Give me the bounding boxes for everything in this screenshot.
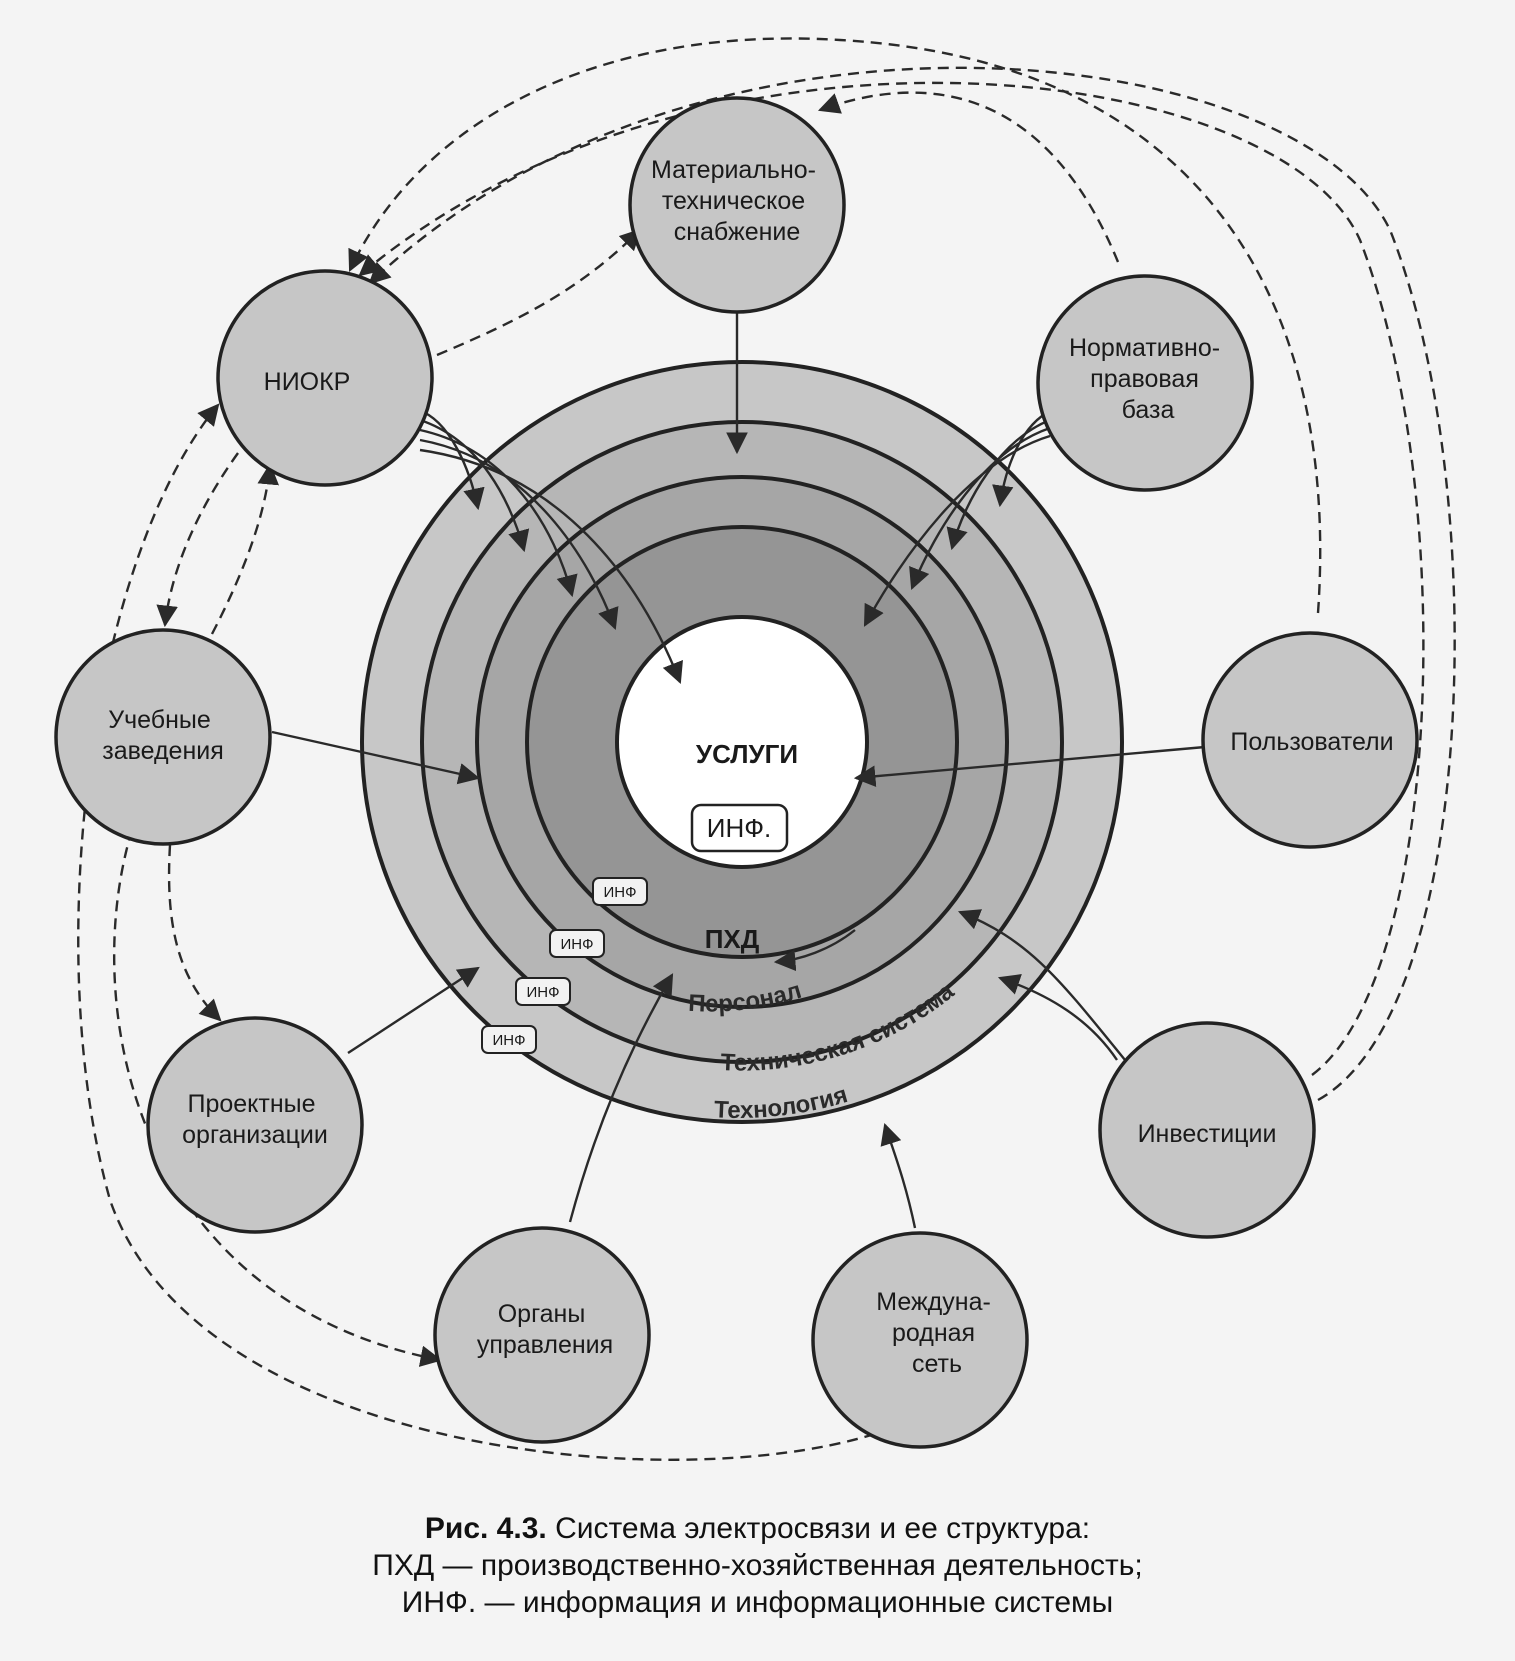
arrow-proj-to-technology [347, 966, 480, 1055]
arrow-intl-to-technology [880, 1122, 917, 1229]
node-edu [54, 628, 272, 846]
label-proj-2: организации [182, 1121, 328, 1149]
label-gov-1: Органы [498, 1300, 586, 1328]
label-edu: Учебные заведения [102, 706, 224, 765]
inf-tag-2: ИНФ [560, 936, 593, 953]
caption-title: Система электросвязи и ее структура: [546, 1512, 1091, 1545]
inf-tag-box-1 [592, 877, 648, 906]
solid-connections [271, 310, 1206, 1229]
inf-tag-4: ИНФ [492, 1032, 525, 1049]
label-intl-3: сеть [912, 1350, 962, 1378]
services-label: УСЛУГИ [696, 739, 798, 769]
label-mts: Материально- техническое снабжение [651, 156, 823, 246]
node-npb [1036, 274, 1254, 492]
dashed-edu-to-proj [167, 844, 222, 1022]
label-inv: Инвестиции [1138, 1120, 1277, 1148]
label-niokr-1: НИОКР [264, 368, 351, 396]
node-inv [1098, 1021, 1316, 1239]
arrow-niokr-e [419, 448, 683, 685]
label-mts-3: снабжение [674, 218, 801, 246]
nodes [54, 96, 1419, 1449]
dashed-niokr-to-mts [436, 228, 642, 357]
arrow-niokr-a [417, 408, 485, 511]
caption-figure-number: Рис. 4.3. [424, 1512, 547, 1545]
inf-tag-1: ИНФ [603, 884, 636, 901]
label-npb-2: правовая [1090, 365, 1199, 393]
label-intl-2: родная [892, 1319, 975, 1347]
inf-tag-box-4 [481, 1025, 537, 1054]
label-users: Пользователи [1230, 728, 1393, 756]
dashed-users-to-niokr [348, 37, 1322, 614]
node-proj [146, 1016, 364, 1234]
label-npb-3: база [1122, 396, 1175, 424]
label-edu-2: заведения [102, 737, 224, 765]
dashed-inv-to-niokr-2 [368, 66, 1456, 1102]
arrow-niokr-c [419, 428, 578, 598]
node-niokr [216, 269, 434, 487]
label-gov: Органы управления [477, 1300, 613, 1359]
arrow-gov-to-personnel [568, 973, 674, 1223]
dashed-npb-to-mts [817, 91, 1120, 263]
arrow-users-to-core [853, 745, 1206, 788]
caption-line-2: ПХД — производственно-хозяйственная деят… [372, 1549, 1143, 1582]
arrow-niokr-b [419, 418, 530, 553]
caption-line-3: ИНФ. — информация и информационные систе… [401, 1586, 1114, 1619]
inf-tag-box-2 [549, 929, 605, 958]
label-mts-1: Материально- [651, 156, 816, 184]
label-intl: Междуна- родная сеть [876, 1288, 998, 1378]
dashed-niokr-edu-down [156, 452, 239, 628]
label-npb-1: Нормативно- [1069, 334, 1220, 362]
inf-tags: ИНФ ИНФ ИНФ ИНФ [481, 877, 648, 1054]
label-mts-2: техническое [662, 187, 805, 215]
label-proj-1: Проектные [188, 1090, 316, 1118]
dashed-edu-niokr-up [210, 462, 279, 635]
center-labels: УСЛУГИ ИНФ. ПХД [690, 739, 798, 954]
label-intl-1: Междуна- [876, 1288, 991, 1316]
arrow-npb-b [946, 418, 1051, 551]
inf-main-label: ИНФ. [707, 813, 771, 843]
label-edu-1: Учебные [108, 706, 211, 734]
dashed-intl-to-niokr [77, 403, 893, 1461]
phd-label: ПХД [705, 924, 760, 954]
arrow-inv-to-personnel [957, 909, 1126, 1061]
label-niokr: НИОКР [264, 368, 351, 396]
arrow-phd-back [773, 929, 856, 972]
caption-line-1: Рис. 4.3. Система электросвязи и ее стру… [0, 1510, 1515, 1547]
node-gov [433, 1226, 651, 1444]
label-gov-2: управления [477, 1331, 613, 1359]
inf-main-box [690, 803, 789, 853]
arrow-npb-c [909, 426, 1051, 591]
node-users [1201, 631, 1419, 849]
arrow-edu-to-tech-system [271, 730, 481, 785]
inf-tag-box-3 [515, 977, 571, 1006]
arrow-npb-d [863, 434, 1051, 627]
inf-tag-3: ИНФ [526, 984, 559, 1001]
node-mts [628, 96, 846, 314]
telecom-system-diagram: Материально- техническое снабжение НИОКР… [54, 37, 1456, 1461]
node-labels: Материально- техническое снабжение НИОКР… [102, 156, 1393, 1378]
arrow-inv-to-tech-system [997, 974, 1118, 1061]
label-npb: Нормативно- правовая база [1069, 334, 1227, 424]
node-intl [811, 1231, 1029, 1449]
dashed-inv-to-niokr-1 [358, 81, 1425, 1076]
label-users-1: Пользователи [1230, 728, 1393, 756]
figure-caption: Рис. 4.3. Система электросвязи и ее стру… [0, 1510, 1515, 1621]
label-inv-1: Инвестиции [1138, 1120, 1277, 1148]
label-proj: Проектные организации [182, 1090, 328, 1149]
arrow-niokr-d [419, 438, 619, 631]
